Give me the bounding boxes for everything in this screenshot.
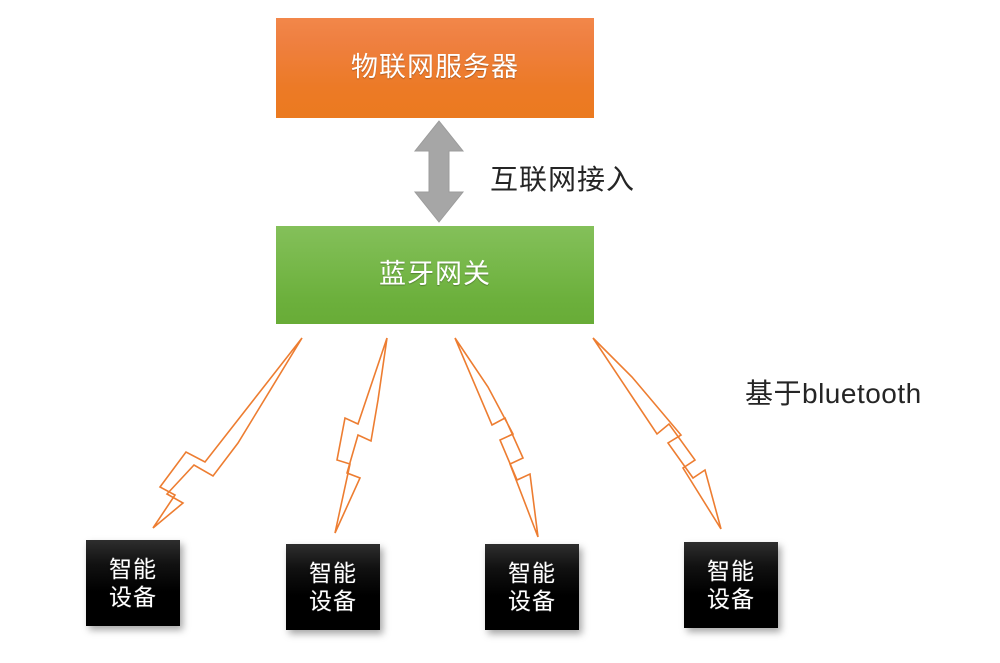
node-smart-device-1[interactable]: 智能 设备 bbox=[86, 540, 180, 626]
node-smart-device-2[interactable]: 智能 设备 bbox=[286, 544, 380, 630]
device-label-line2: 设备 bbox=[309, 588, 357, 614]
node-smart-device-1-label: 智能 设备 bbox=[109, 555, 157, 611]
device-label-line2: 设备 bbox=[508, 588, 556, 614]
node-iot-server-label: 物联网服务器 bbox=[351, 52, 519, 83]
device-label-line1: 智能 bbox=[309, 559, 357, 586]
node-bluetooth-gateway-label: 蓝牙网关 bbox=[379, 259, 491, 290]
node-iot-server[interactable]: 物联网服务器 bbox=[276, 18, 594, 118]
lightning-bolt-icon-3 bbox=[454, 337, 539, 538]
uplink-connection-label: 互联网接入 bbox=[490, 164, 636, 195]
device-label-line1: 智能 bbox=[707, 557, 755, 584]
device-label-line1: 智能 bbox=[109, 555, 157, 582]
node-smart-device-3-label: 智能 设备 bbox=[508, 559, 556, 615]
node-smart-device-4-label: 智能 设备 bbox=[707, 557, 755, 613]
device-label-line2: 设备 bbox=[707, 586, 755, 612]
node-smart-device-3[interactable]: 智能 设备 bbox=[485, 544, 579, 630]
device-label-line1: 智能 bbox=[508, 559, 556, 586]
device-label-line2: 设备 bbox=[109, 584, 157, 610]
node-smart-device-4[interactable]: 智能 设备 bbox=[684, 542, 778, 628]
node-bluetooth-gateway[interactable]: 蓝牙网关 bbox=[276, 226, 594, 324]
downlink-connection-label: 基于bluetooth bbox=[745, 378, 922, 409]
lightning-bolt-icon-1 bbox=[152, 337, 303, 529]
uplink-arrow-icon bbox=[413, 120, 465, 223]
lightning-bolt-icon-4 bbox=[592, 337, 722, 530]
lightning-bolt-icon-2 bbox=[334, 337, 388, 534]
node-smart-device-2-label: 智能 设备 bbox=[309, 559, 357, 615]
